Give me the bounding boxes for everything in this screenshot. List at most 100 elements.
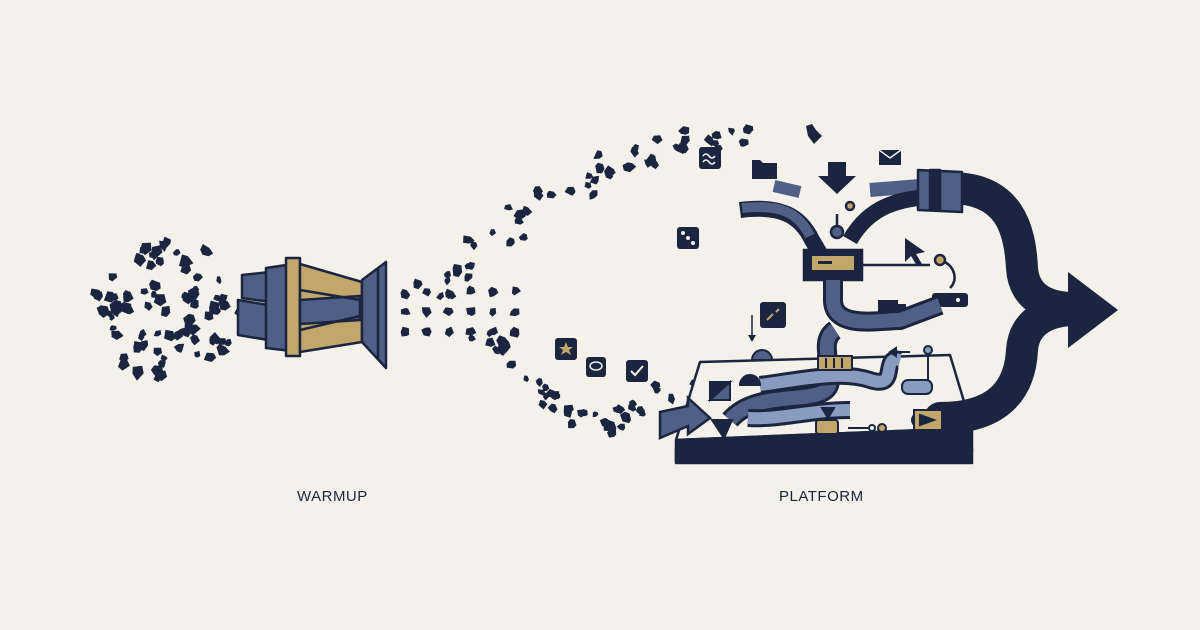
- dice-icon: [677, 227, 699, 249]
- fragment: [444, 277, 451, 286]
- fragment: [533, 191, 544, 201]
- fragment: [589, 175, 600, 185]
- fragment: [108, 273, 118, 282]
- fragment: [542, 383, 550, 392]
- fragment: [703, 134, 715, 147]
- fragment: [400, 288, 411, 300]
- fragment: [616, 423, 626, 431]
- check-icon: [626, 360, 648, 382]
- fragment: [135, 253, 142, 260]
- fragment: [543, 392, 550, 401]
- fragment: [194, 350, 201, 358]
- fragment: [138, 340, 149, 352]
- fragment: [672, 143, 681, 152]
- envelope-icon: [878, 149, 902, 165]
- fragment: [742, 124, 754, 135]
- fragment: [216, 276, 222, 285]
- fragment: [488, 286, 499, 298]
- fragment: [515, 218, 524, 225]
- fragment: [413, 278, 423, 290]
- fragment: [668, 393, 675, 405]
- fragment: [179, 254, 194, 268]
- fragment: [452, 264, 463, 278]
- fragment: [111, 330, 124, 340]
- fragment: [489, 229, 496, 237]
- fragment: [646, 153, 657, 165]
- fragment: [153, 294, 167, 307]
- fragment: [421, 327, 432, 337]
- fragment: [203, 352, 217, 362]
- input-conveyor: [739, 168, 964, 267]
- fragment: [463, 235, 475, 244]
- fragment: [183, 313, 196, 327]
- fragment: [504, 204, 513, 211]
- fragment: [628, 403, 637, 412]
- connector: [817, 355, 853, 371]
- funnel-icon: [236, 256, 388, 370]
- fragment: [604, 165, 616, 178]
- fragment: [620, 411, 631, 424]
- fragment: [138, 328, 147, 339]
- fragment: [486, 329, 494, 338]
- fragment: [446, 291, 457, 300]
- fragment: [123, 290, 134, 303]
- fragment: [650, 380, 661, 391]
- fragment: [209, 300, 220, 315]
- fragment: [622, 162, 637, 173]
- fragment: [159, 240, 168, 252]
- fragment: [218, 299, 231, 311]
- fragment: [400, 308, 411, 315]
- fragment: [161, 305, 171, 317]
- fragment: [631, 144, 639, 152]
- fragment: [615, 404, 626, 414]
- fragment: [443, 271, 451, 279]
- fragment: [489, 308, 497, 317]
- fragment: [422, 288, 432, 297]
- fragment: [509, 326, 520, 338]
- fragment: [554, 392, 561, 400]
- fragment: [506, 360, 517, 369]
- fragment: [118, 357, 130, 371]
- fragment: [422, 307, 432, 318]
- cursor-icon: [905, 238, 925, 266]
- fragment: [132, 365, 144, 381]
- link-icon: [748, 302, 786, 342]
- fragment: [678, 126, 690, 135]
- platform-items: [707, 345, 945, 441]
- fragment: [738, 138, 749, 147]
- fragment: [173, 329, 183, 341]
- fragment: [593, 150, 603, 159]
- fragment: [511, 286, 521, 296]
- fragment: [680, 143, 689, 154]
- scattered-fragments: [90, 124, 754, 438]
- processing-box: [802, 200, 956, 289]
- fragment: [506, 237, 515, 247]
- folder-icon: [752, 160, 777, 179]
- fragment: [546, 190, 557, 199]
- fragment: [150, 245, 163, 261]
- fragment: [153, 347, 162, 356]
- fragment: [592, 411, 599, 418]
- hand-icon: [806, 124, 822, 144]
- fragment: [139, 247, 148, 254]
- fragment: [153, 330, 162, 337]
- fragment: [151, 290, 158, 298]
- fragment: [466, 307, 476, 317]
- output-arrow: [924, 172, 1118, 434]
- arrow-right-icon: [658, 395, 712, 440]
- fragment: [499, 339, 511, 353]
- fragment: [119, 301, 132, 315]
- fragment: [164, 329, 176, 342]
- fragment: [192, 273, 203, 282]
- fragment: [444, 326, 454, 338]
- internal-pipes: [722, 280, 944, 428]
- fragment: [156, 370, 167, 382]
- fragment: [651, 135, 663, 145]
- wave-icon: [699, 147, 721, 169]
- fragment: [538, 399, 548, 410]
- fragment: [680, 135, 690, 146]
- fragment: [218, 338, 227, 345]
- fragment: [711, 131, 722, 140]
- fragment: [537, 389, 545, 396]
